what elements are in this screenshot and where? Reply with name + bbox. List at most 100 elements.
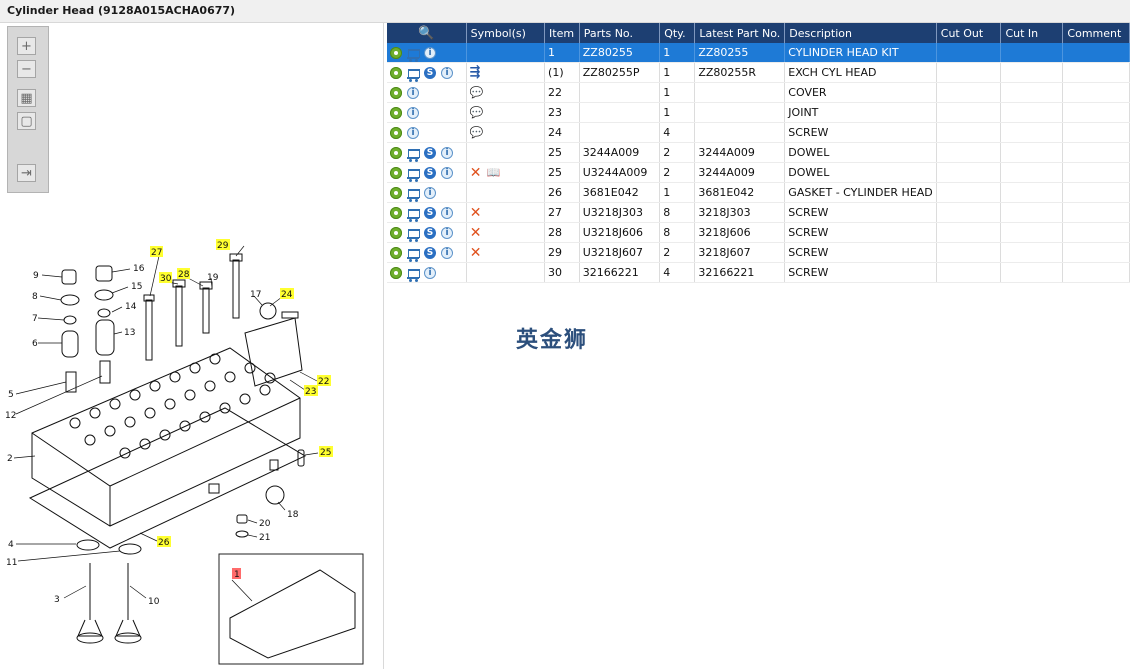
callout-label-29[interactable]: 29 xyxy=(217,241,229,251)
callout-label[interactable]: 20 xyxy=(259,519,271,529)
callout-label[interactable]: 13 xyxy=(124,328,135,338)
cart-icon[interactable] xyxy=(407,169,420,182)
fit-view-button[interactable]: ▦ xyxy=(17,89,36,107)
info-icon[interactable]: i xyxy=(424,267,436,279)
column-header-cut-out[interactable]: Cut Out xyxy=(936,23,1002,43)
callout-label-25[interactable]: 25 xyxy=(320,448,331,458)
gear-icon[interactable] xyxy=(390,107,402,119)
info-icon[interactable]: i xyxy=(441,247,453,259)
info-icon[interactable]: i xyxy=(441,167,453,179)
discontinued-icon[interactable]: ✕ xyxy=(469,165,482,181)
cart-icon[interactable] xyxy=(407,269,420,282)
cart-icon[interactable] xyxy=(407,49,420,62)
callout-label-24[interactable]: 24 xyxy=(281,290,293,300)
column-header-description[interactable]: Description xyxy=(784,23,937,43)
column-header-qty[interactable]: Qty. xyxy=(659,23,696,43)
s-icon[interactable]: S xyxy=(424,247,436,259)
column-header-actions[interactable]: 🔍 xyxy=(387,23,467,43)
callout-label[interactable]: 11 xyxy=(6,558,17,568)
callout-label[interactable]: 10 xyxy=(148,597,160,607)
s-icon[interactable]: S xyxy=(424,147,436,159)
info-icon[interactable]: i xyxy=(441,207,453,219)
callout-label[interactable]: 5 xyxy=(8,390,14,400)
info-icon[interactable]: i xyxy=(441,67,453,79)
cart-icon[interactable] xyxy=(407,229,420,242)
zoom-in-button[interactable]: + xyxy=(17,37,36,55)
exploded-parts-diagram[interactable]: 9 8 7 6 5 12 2 4 11 3 10 16 15 14 13 19 … xyxy=(0,208,383,668)
info-icon[interactable]: i xyxy=(441,147,453,159)
s-icon[interactable]: S xyxy=(424,67,436,79)
gear-icon[interactable] xyxy=(390,187,402,199)
callout-label[interactable]: 19 xyxy=(207,273,219,283)
callout-label-30[interactable]: 30 xyxy=(160,274,172,284)
s-icon[interactable]: S xyxy=(424,227,436,239)
callout-label[interactable]: 2 xyxy=(7,454,13,464)
discontinued-icon[interactable]: ✕ xyxy=(469,225,482,241)
magnifier-icon[interactable]: 🔍 xyxy=(418,25,435,41)
diagram-panel[interactable]: + − ▦ ▢ ⇥ xyxy=(0,23,384,669)
callout-label[interactable]: 21 xyxy=(259,533,270,543)
callout-label[interactable]: 16 xyxy=(133,264,145,274)
gear-icon[interactable] xyxy=(390,87,402,99)
gear-icon[interactable] xyxy=(390,247,402,259)
info-icon[interactable]: i xyxy=(407,87,419,99)
callout-label-23[interactable]: 23 xyxy=(305,387,316,397)
discontinued-icon[interactable]: ✕ xyxy=(469,245,482,261)
column-header-item[interactable]: Item xyxy=(544,23,580,43)
callout-label-28[interactable]: 28 xyxy=(178,270,190,280)
gear-icon[interactable] xyxy=(390,127,402,139)
cart-icon[interactable] xyxy=(407,209,420,222)
note-icon[interactable]: 💬 xyxy=(469,106,484,119)
info-circle-icon[interactable] xyxy=(390,47,402,59)
s-icon[interactable]: S xyxy=(424,167,436,179)
callout-label[interactable]: 14 xyxy=(125,302,137,312)
note-icon[interactable]: 💬 xyxy=(469,86,484,99)
info-icon[interactable]: i xyxy=(441,227,453,239)
info-icon[interactable]: i xyxy=(407,127,419,139)
export-button[interactable]: ⇥ xyxy=(17,164,36,182)
callout-label[interactable]: 6 xyxy=(32,339,38,349)
column-header-latest-part-no[interactable]: Latest Part No. xyxy=(694,23,786,43)
s-icon[interactable]: S xyxy=(424,207,436,219)
column-header-comment[interactable]: Comment xyxy=(1062,23,1130,43)
cart-icon[interactable] xyxy=(407,249,420,262)
zoom-out-button[interactable]: − xyxy=(17,60,36,78)
callout-label[interactable]: 9 xyxy=(33,271,39,281)
cart-icon[interactable] xyxy=(407,149,420,162)
callout-label-26[interactable]: 26 xyxy=(158,538,170,548)
callout-label[interactable]: 18 xyxy=(287,510,299,520)
gear-icon[interactable] xyxy=(390,167,402,179)
callout-label[interactable]: 8 xyxy=(32,292,38,302)
note-icon[interactable]: 💬 xyxy=(469,126,484,139)
callout-label[interactable]: 7 xyxy=(32,314,38,324)
column-header-cut-in[interactable]: Cut In xyxy=(1000,23,1064,43)
callout-label[interactable]: 15 xyxy=(131,282,142,292)
cart-icon[interactable] xyxy=(407,189,420,202)
gear-icon[interactable] xyxy=(390,67,402,79)
gear-icon[interactable] xyxy=(390,267,402,279)
info-icon[interactable]: i xyxy=(424,47,436,59)
info-icon[interactable]: i xyxy=(424,187,436,199)
callout-label-22[interactable]: 22 xyxy=(318,377,329,387)
callout-label[interactable]: 17 xyxy=(250,290,261,300)
gear-icon[interactable] xyxy=(390,147,402,159)
discontinued-icon[interactable]: ✕ xyxy=(469,205,482,221)
callout-label-1[interactable]: 1 xyxy=(234,570,240,580)
window-zoom-button[interactable]: ▢ xyxy=(17,112,36,130)
callout-label-27[interactable]: 27 xyxy=(151,248,162,258)
callout-label[interactable]: 4 xyxy=(8,540,14,550)
gear-icon[interactable] xyxy=(390,227,402,239)
column-header-symbols[interactable]: Symbol(s) xyxy=(466,23,546,43)
callout-label[interactable]: 12 xyxy=(5,411,16,421)
